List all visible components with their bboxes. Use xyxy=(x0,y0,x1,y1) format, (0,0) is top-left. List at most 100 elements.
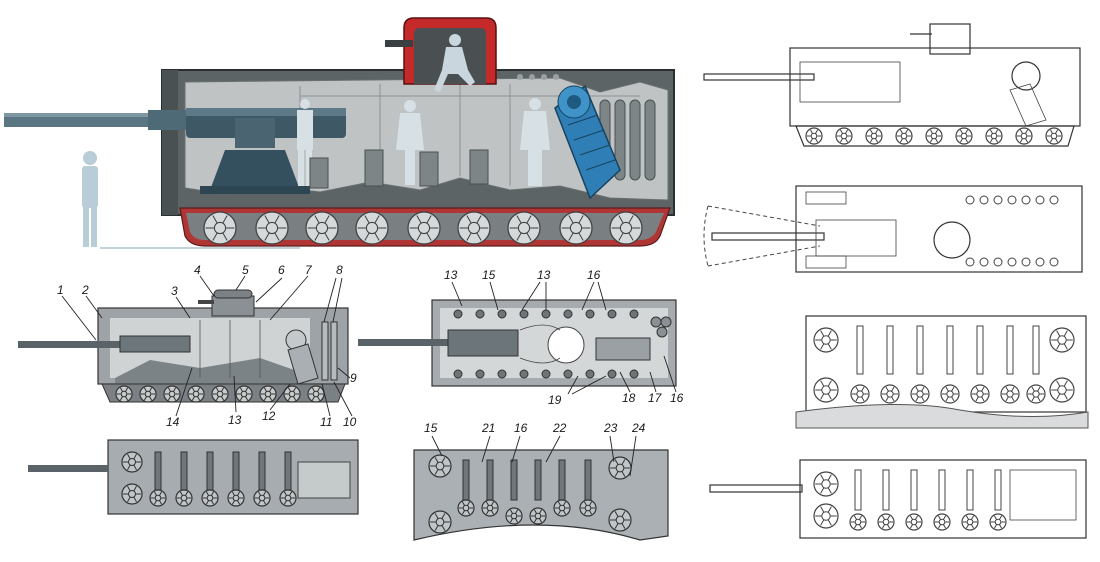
suspension-spring xyxy=(534,459,542,501)
drive-sprocket xyxy=(428,454,452,478)
road-wheel xyxy=(259,385,277,403)
road-wheel xyxy=(505,507,523,525)
suspension-spring xyxy=(1032,325,1040,375)
plan-wheel-marker xyxy=(993,257,1003,267)
suspension-spring xyxy=(994,469,1002,511)
suspension-spring xyxy=(854,469,862,511)
road-wheel xyxy=(307,385,325,403)
callout-13: 13 xyxy=(228,413,242,427)
road-wheel xyxy=(835,127,853,145)
suspension-view-left xyxy=(28,439,359,515)
callout-15-bottom: 15 xyxy=(424,421,438,435)
road-wheel xyxy=(1015,127,1033,145)
callout-16: 15 xyxy=(482,268,496,282)
callout-7: 7 xyxy=(305,263,313,277)
road-wheel xyxy=(175,489,193,507)
side-road-wheels xyxy=(115,385,325,403)
plan-wheel-marker xyxy=(1007,257,1017,267)
road-wheel xyxy=(507,211,541,245)
suspension-spring xyxy=(976,325,984,375)
callout-21-bottom: 21 xyxy=(481,421,495,435)
plan-wheel-marker xyxy=(541,309,551,319)
callout-9: 9 xyxy=(350,371,357,385)
road-wheel xyxy=(163,385,181,403)
idler-wheel xyxy=(428,510,452,534)
human-scale-figure xyxy=(82,151,98,247)
suspension-spring xyxy=(154,451,162,491)
suspension-spring xyxy=(910,469,918,511)
road-wheels xyxy=(203,211,643,245)
plan-wheel-marker xyxy=(965,257,975,267)
plan-wheel-marker xyxy=(965,195,975,205)
callout-16-bottom: 16 xyxy=(514,421,528,435)
road-wheel xyxy=(481,499,499,517)
callout-20: 18 xyxy=(622,391,636,405)
plan-wheel-marker xyxy=(541,369,551,379)
road-wheel xyxy=(457,499,475,517)
road-wheel xyxy=(115,385,133,403)
road-wheel xyxy=(457,211,491,245)
road-wheel xyxy=(877,513,895,531)
suspension-spring xyxy=(966,469,974,511)
road-wheel xyxy=(187,385,205,403)
plan-wheel-marker xyxy=(993,195,1003,205)
callout-14: 14 xyxy=(166,415,180,429)
callout-10: 10 xyxy=(343,415,357,429)
callout-15: 13 xyxy=(444,268,458,282)
line-drawing-plan xyxy=(703,185,1083,273)
plan-wheel-marker xyxy=(1021,257,1031,267)
plan-wheel-marker xyxy=(563,369,573,379)
plan-wheel-marker xyxy=(453,369,463,379)
plan-wheel-marker xyxy=(497,309,507,319)
callout-21: 19 xyxy=(548,393,562,407)
road-wheel xyxy=(283,385,301,403)
plan-wheel-marker xyxy=(497,369,507,379)
callout-22: 22 xyxy=(552,421,567,435)
callout-3: 3 xyxy=(171,284,178,298)
road-wheel xyxy=(970,384,990,404)
plan-wheel-marker xyxy=(1049,257,1059,267)
plan-wheel-marker xyxy=(519,309,529,319)
suspension-spring xyxy=(232,451,240,491)
road-wheel xyxy=(985,127,1003,145)
road-wheel xyxy=(253,489,271,507)
plan-wheel-marker xyxy=(1035,195,1045,205)
road-wheel xyxy=(355,211,389,245)
suspension-spring xyxy=(886,325,894,375)
road-wheel xyxy=(305,211,339,245)
plan-wheel-marker xyxy=(629,369,639,379)
plan-wheel-marker xyxy=(475,369,485,379)
drive-sprocket xyxy=(121,451,143,473)
side-schematic-numbered: 1 2 3 4 5 6 7 8 9 10 11 12 13 14 xyxy=(18,263,357,429)
line-drawing-side xyxy=(703,23,1081,147)
road-wheel xyxy=(227,489,245,507)
plan-wheel-marker xyxy=(585,369,595,379)
plan-wheel-marker xyxy=(519,369,529,379)
callout-1: 1 xyxy=(57,283,64,297)
plan-wheel-marker xyxy=(585,309,595,319)
idler-wheel xyxy=(608,508,632,532)
suspension-spring xyxy=(462,459,470,501)
suspension-spring xyxy=(284,451,292,491)
plan-wheel-marker xyxy=(979,195,989,205)
road-wheel xyxy=(529,507,547,525)
color-cutaway-view xyxy=(4,17,675,249)
plan-schematic-numbered: 13 15 13 16 19 18 17 16 xyxy=(358,268,684,407)
road-wheel xyxy=(895,127,913,145)
road-wheel xyxy=(989,513,1007,531)
idler-wheel xyxy=(813,377,839,403)
road-wheel xyxy=(925,127,943,145)
callout-2: 2 xyxy=(81,283,89,297)
road-wheel xyxy=(1000,384,1020,404)
plan-wheel-marker xyxy=(1035,257,1045,267)
road-wheel xyxy=(849,513,867,531)
idler-wheel xyxy=(813,503,839,529)
turret xyxy=(385,17,497,92)
road-wheel xyxy=(553,499,571,517)
road-wheel xyxy=(1026,384,1046,404)
suspension-spring xyxy=(206,451,214,491)
callout-23: 23 xyxy=(603,421,618,435)
engine-block xyxy=(554,84,621,200)
road-wheel xyxy=(211,385,229,403)
suspension-spring xyxy=(856,325,864,375)
